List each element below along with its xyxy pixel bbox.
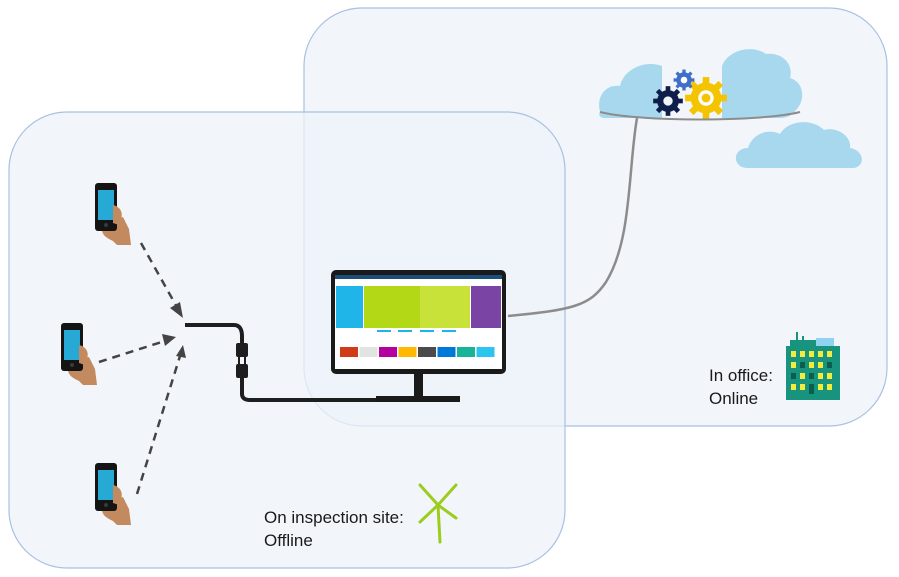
office-label-line1: In office: [709, 366, 773, 385]
local-cable [185, 323, 244, 344]
site-label-line1: On inspection site: [264, 508, 404, 527]
cloud-icon [735, 122, 862, 168]
monitor-tile [418, 347, 436, 357]
office-building-icon [786, 332, 840, 400]
gear-icon [673, 69, 695, 91]
office-label-line2: Online [709, 389, 759, 408]
local-cable [240, 378, 460, 402]
site-zone-label: On inspection site: Offline [264, 506, 404, 552]
sync-cable [507, 117, 639, 318]
monitor-tile [359, 347, 378, 357]
connection-arrows [98, 242, 182, 495]
monitor-tile [398, 347, 417, 357]
monitor-tile [476, 347, 495, 357]
monitor-icon[interactable] [331, 270, 506, 402]
site-label-line2: Offline [264, 531, 313, 550]
monitor-tile [379, 347, 397, 357]
monitor-tile [437, 347, 456, 357]
cloud-icon [599, 49, 803, 118]
monitor-tile [457, 347, 475, 357]
cloud-base-line [599, 111, 801, 121]
plug-icon [236, 343, 248, 378]
monitor-tile [340, 347, 358, 357]
gear-icon [685, 77, 727, 119]
site-zone [8, 111, 566, 569]
arrow-heads [162, 302, 186, 358]
wind-turbine-icon [418, 483, 458, 544]
gear-icon [653, 86, 683, 116]
office-zone-label: In office: Online [709, 364, 773, 410]
